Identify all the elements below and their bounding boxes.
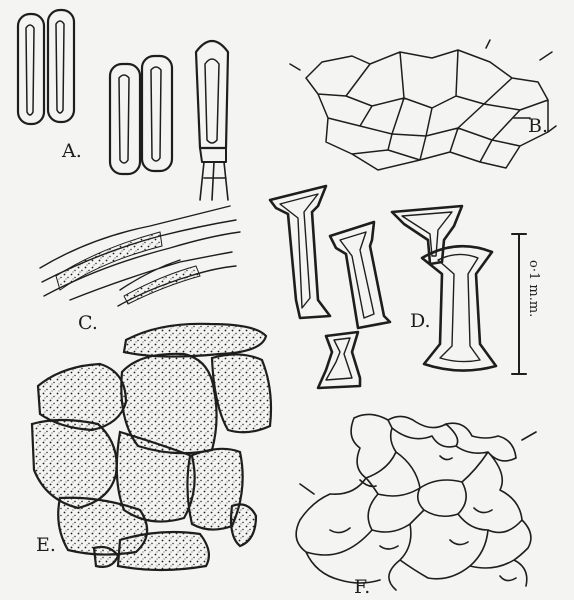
panel-d-osteosclereids (270, 186, 496, 388)
osteosclereid-1 (270, 186, 330, 318)
label-b: B. (528, 117, 548, 136)
sclereid-single-with-stalk (196, 41, 228, 200)
sclereid-pair-1 (18, 10, 74, 124)
panel-c-fibres (40, 206, 240, 306)
label-d: D. (410, 312, 431, 331)
scale-bar (512, 234, 526, 374)
label-f: F. (354, 578, 370, 597)
panel-f-wavy-cells (296, 414, 536, 590)
sclereid-pair-2 (110, 56, 172, 174)
label-a: A. (62, 142, 82, 161)
label-c: C. (78, 314, 98, 333)
panel-a-sclereids (18, 10, 228, 200)
panel-b-polygonal-cells (290, 40, 556, 170)
osteosclereid-4 (422, 246, 496, 370)
scale-bar-label: o·1 m.m. (526, 260, 541, 317)
label-e: E. (36, 536, 56, 555)
osteosclereid-5 (318, 332, 360, 388)
panel-e-stippled-cells (32, 324, 271, 570)
osteosclereid-2 (330, 222, 390, 328)
